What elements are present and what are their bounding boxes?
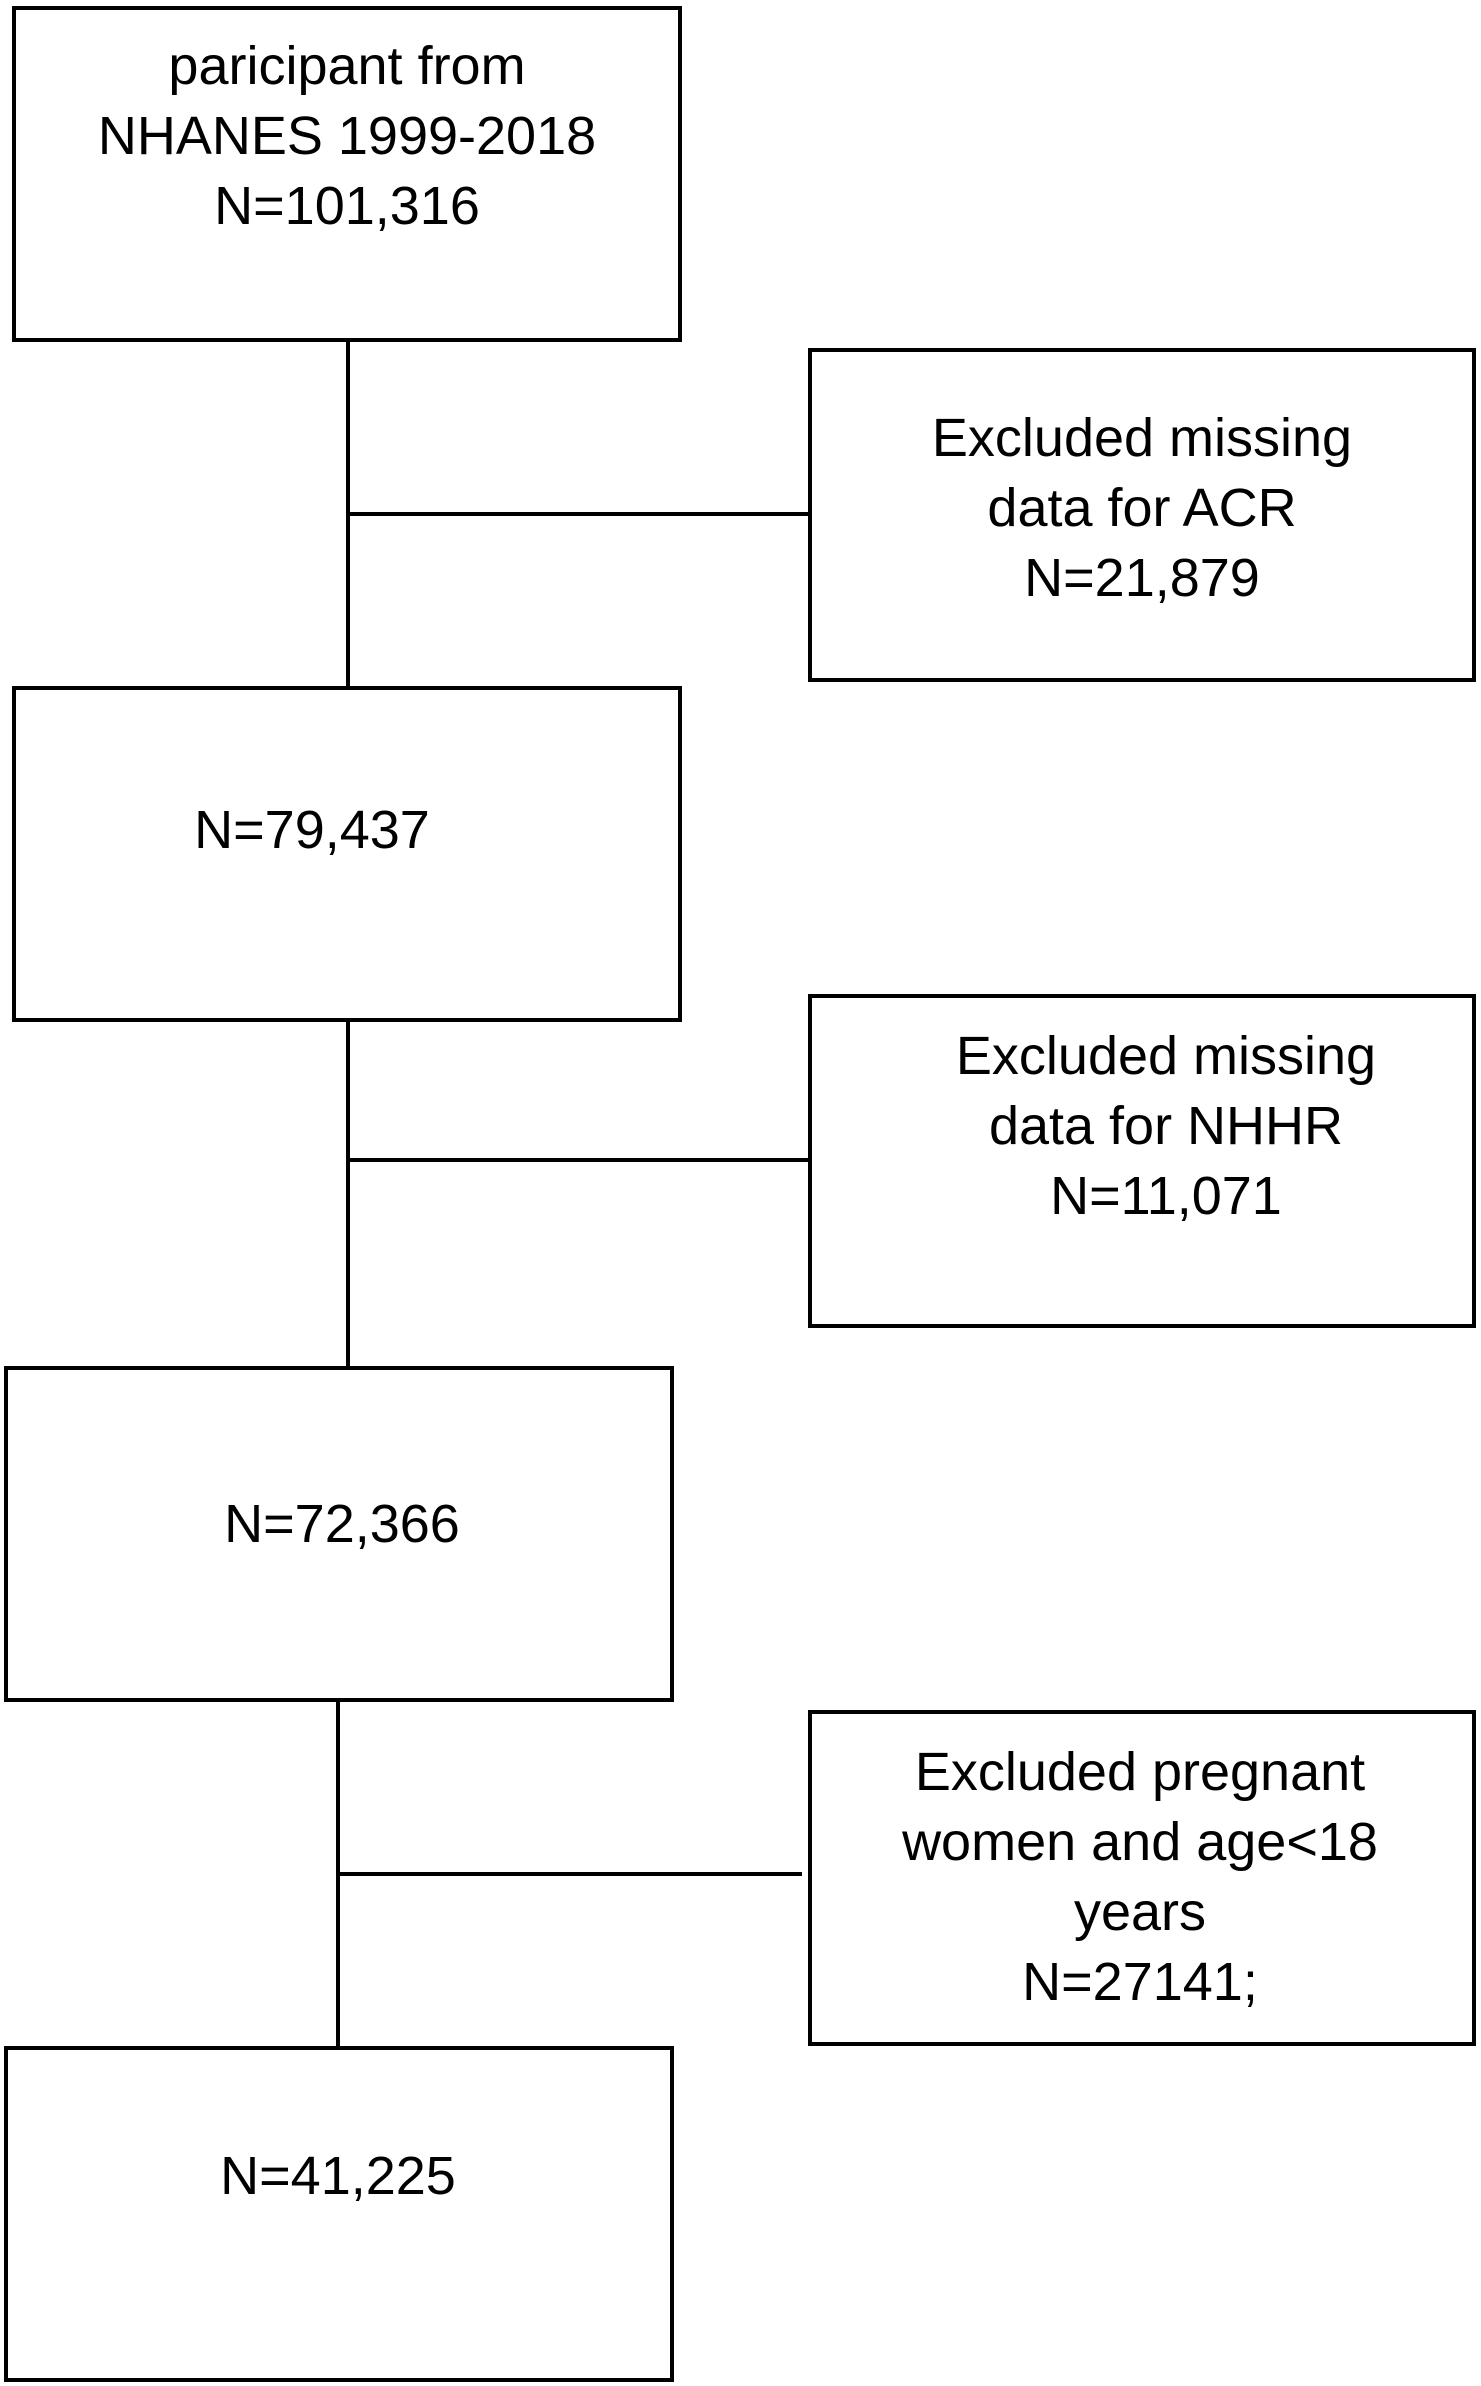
main-box-after-nhhr: N=72,366 — [4, 1366, 674, 1702]
exclusion-box-acr-line-1: Excluded missing — [932, 408, 1352, 468]
main-box-start-line-1: paricipant from — [168, 36, 525, 96]
exclusion-box-acr-line-2: data for ACR — [987, 478, 1296, 538]
exclusion-box-pregnant-age-line-3: years — [1074, 1882, 1206, 1942]
exclusion-box-nhhr-line-2: data for NHHR — [989, 1096, 1343, 1156]
exclusion-box-acr: Excluded missing data for ACR N=21,879 — [808, 348, 1476, 682]
exclusion-box-nhhr: Excluded missing data for NHHR N=11,071 — [808, 994, 1476, 1328]
exclusion-box-pregnant-age-line-2: women and age<18 — [901, 1812, 1378, 1872]
main-box-start: paricipant from NHANES 1999-2018 N=101,3… — [12, 6, 682, 342]
main-box-after-nhhr-line-1: N=72,366 — [224, 1494, 460, 1554]
exclusion-box-nhhr-line-1: Excluded missing — [956, 1026, 1376, 1086]
exclusion-box-acr-line-3: N=21,879 — [1024, 548, 1260, 608]
main-box-after-acr-line-1: N=79,437 — [194, 800, 430, 860]
main-box-start-line-2: NHANES 1999-2018 — [98, 106, 596, 166]
exclusion-box-pregnant-age: Excluded pregnant women and age<18 years… — [808, 1710, 1476, 2046]
exclusion-box-nhhr-line-3: N=11,071 — [1050, 1166, 1282, 1226]
main-box-final: N=41,225 — [4, 2046, 674, 2382]
main-box-final-line-1: N=41,225 — [220, 2146, 456, 2206]
exclusion-box-pregnant-age-line-4: N=27141; — [1022, 1952, 1258, 2012]
main-box-start-line-3: N=101,316 — [214, 176, 480, 236]
exclusion-box-pregnant-age-line-1: Excluded pregnant — [915, 1742, 1365, 1802]
main-box-after-acr: N=79,437 — [12, 686, 682, 1022]
